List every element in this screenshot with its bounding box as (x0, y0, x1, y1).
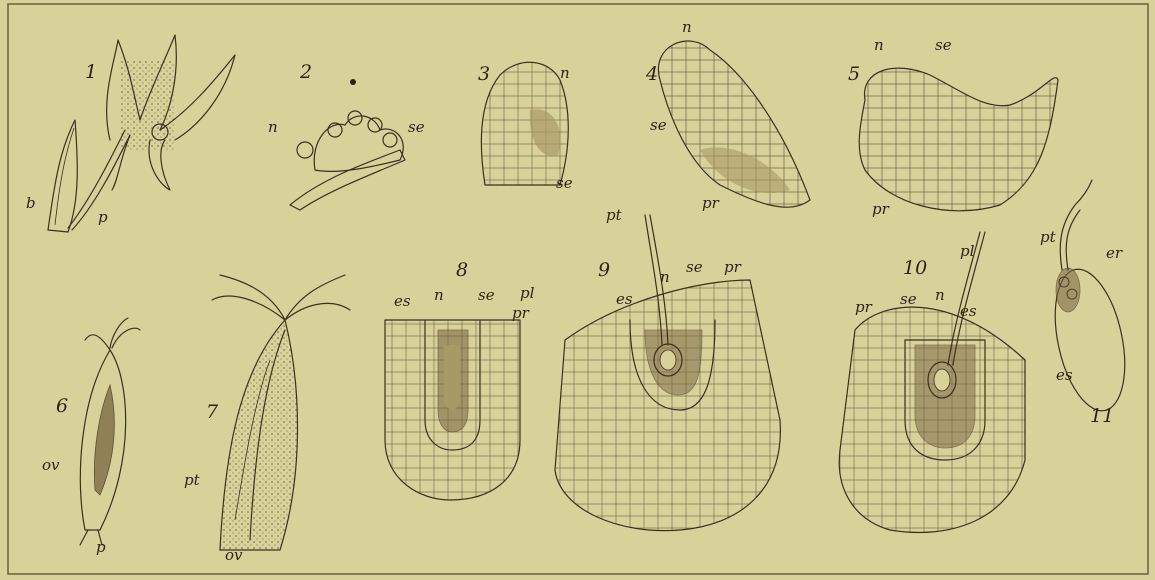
figure-label: pr (724, 258, 742, 276)
figure-number: 5 (848, 63, 860, 85)
figure-label: se (650, 116, 667, 134)
figure-label: pt (606, 206, 623, 224)
figure-label: ov (42, 456, 60, 474)
figure-label: p (96, 538, 106, 556)
figure-11: 11 pt er es (1040, 180, 1136, 427)
figure-number: 6 (56, 395, 68, 417)
figure-1: 1 b p (26, 35, 235, 232)
figure-label: n (935, 286, 945, 304)
figure-10: 10 pr se n es pl (839, 232, 1025, 532)
figure-number: 4 (645, 63, 658, 85)
figure-label: pr (512, 304, 530, 322)
figure-label: es (960, 302, 977, 320)
figure-label: pt (184, 471, 201, 489)
figure-label: se (935, 36, 952, 54)
figure-6: 6 ov p (42, 318, 140, 556)
figure-label: n (268, 118, 278, 136)
figure-number: 10 (903, 257, 927, 279)
figure-label: se (900, 290, 917, 308)
figure-number: 1 (85, 61, 97, 83)
figure-number: 2 (299, 61, 312, 83)
figure-label: pr (702, 194, 720, 212)
figure-label: se (478, 286, 495, 304)
figure-label: ov (225, 546, 243, 564)
figure-label: n (660, 268, 670, 286)
figure-label: n (682, 18, 692, 36)
figure-label: se (408, 118, 425, 136)
figure-label: pr (872, 200, 890, 218)
figure-number: 8 (456, 259, 468, 281)
figure-4: 4 n se pr (645, 18, 810, 212)
figure-7: 7 pt ov (184, 275, 350, 564)
figure-label: n (874, 36, 884, 54)
figure-5: 5 n se pr (848, 36, 1058, 218)
figure-label: pl (520, 284, 535, 302)
figure-label: pt (1040, 228, 1057, 246)
figure-label: er (1106, 244, 1123, 262)
figure-3: 3 n se (478, 62, 573, 192)
figure-9: 9 pt es n se pr (555, 206, 780, 531)
figure-number: 3 (478, 63, 490, 85)
figure-label: n (560, 64, 570, 82)
figure-label: es (394, 292, 411, 310)
figure-label: se (556, 174, 573, 192)
figure-label: pl (960, 242, 975, 260)
figure-2: 2 n se (268, 61, 425, 210)
figure-number: 11 (1090, 405, 1114, 427)
figure-label: es (1056, 366, 1073, 384)
figure-label: b (26, 194, 36, 212)
figure-8: 8 es n se pl pr (385, 259, 535, 500)
figure-label: es (616, 290, 633, 308)
figure-label: pr (855, 298, 873, 316)
figure-number: 7 (206, 401, 219, 423)
figure-label: se (686, 258, 703, 276)
figure-number: 9 (598, 259, 610, 281)
figure-label: n (434, 286, 444, 304)
figure-label: p (98, 208, 108, 226)
